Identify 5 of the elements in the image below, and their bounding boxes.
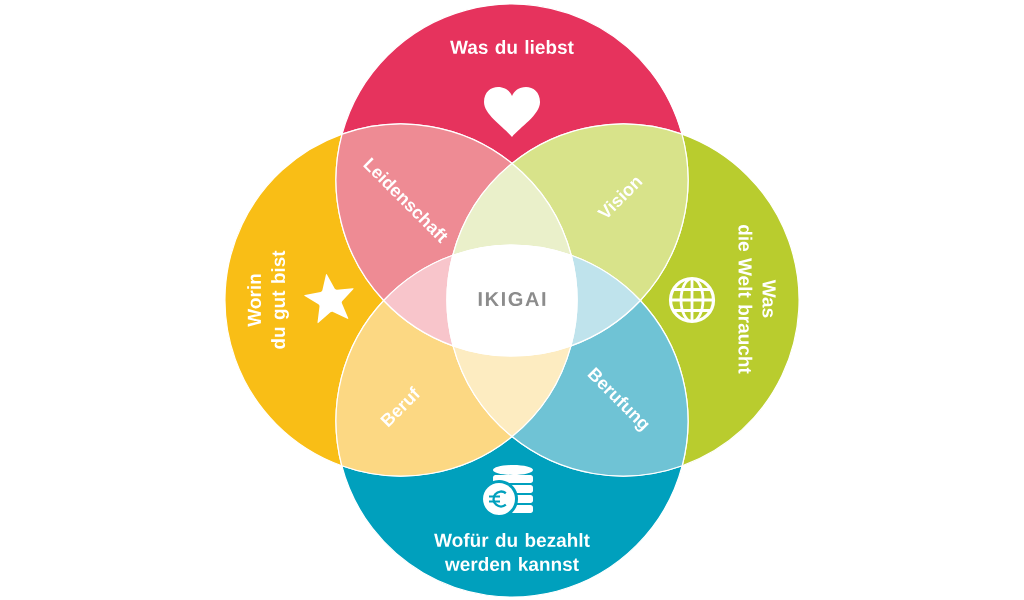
overlap-region [570,254,641,347]
overlap-region [452,345,572,438]
center-region: IKIGAI [446,244,578,357]
overlap-region [452,162,572,256]
overlap-region [383,254,454,347]
